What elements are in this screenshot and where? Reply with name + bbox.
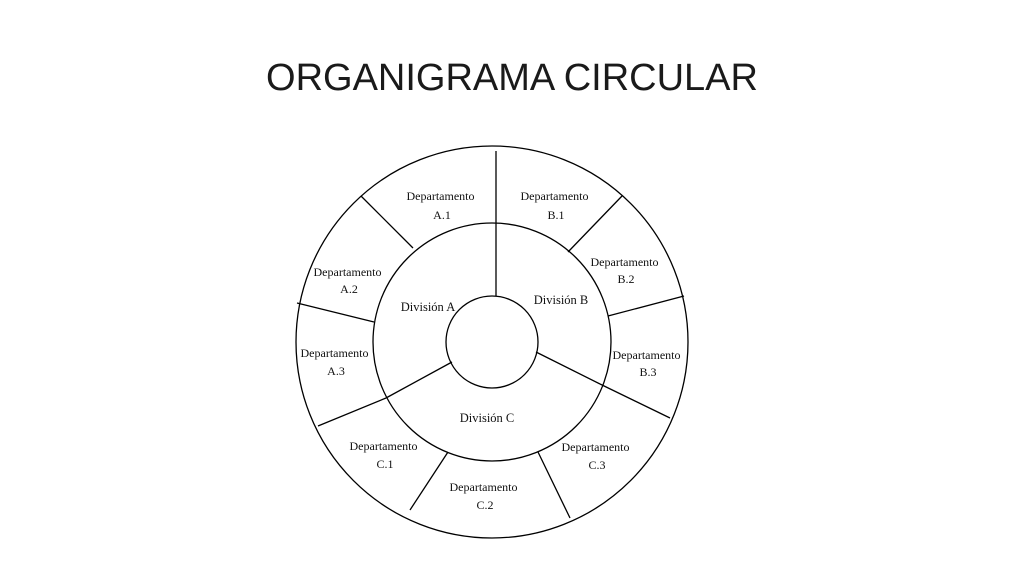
department-c2-line2: C.2 (476, 498, 493, 512)
divider-a-c (385, 361, 453, 399)
department-b2-label: Departamento B.2 (591, 255, 662, 286)
inner-circle (445, 295, 539, 389)
divider-c1-c2 (409, 451, 449, 511)
divider-c3-b3 (599, 383, 671, 419)
department-a1-label: Departamento A.1 (407, 189, 478, 222)
department-c2-line1: Departamento (450, 480, 518, 494)
department-c1-line2: C.1 (376, 457, 393, 471)
department-a3-line1: Departamento (301, 346, 369, 360)
department-c3-line1: Departamento (562, 440, 630, 454)
outer-ring (295, 145, 689, 539)
department-a3-label: Departamento A.3 (301, 346, 372, 378)
division-c-label: División C (460, 411, 515, 425)
department-a2-line1: Departamento (314, 265, 382, 279)
department-b2-line2: B.2 (617, 272, 634, 286)
department-b3-line1: Departamento (613, 348, 681, 362)
department-b1-line1: Departamento (521, 189, 589, 203)
divider-a2-a3 (296, 302, 375, 323)
department-a2-label: Departamento A.2 (314, 265, 385, 296)
department-c1-label: Departamento C.1 (350, 439, 421, 471)
division-a-label: División A (401, 300, 456, 314)
department-b3-line2: B.3 (639, 365, 656, 379)
department-c1-line1: Departamento (350, 439, 418, 453)
department-b3-label: Departamento B.3 (613, 348, 684, 379)
department-a1-line2: A.1 (433, 208, 451, 222)
department-a3-line2: A.3 (327, 364, 345, 378)
divider-c2-c3 (537, 451, 571, 519)
divider-b2-b1 (567, 195, 623, 253)
department-b1-line2: B.1 (547, 208, 564, 222)
divider-a1-a2 (360, 195, 414, 249)
department-a2-line2: A.2 (340, 282, 358, 296)
division-b-label: División B (534, 293, 589, 307)
department-c3-label: Departamento C.3 (562, 440, 633, 472)
department-c3-line2: C.3 (588, 458, 605, 472)
department-c2-label: Departamento C.2 (450, 480, 521, 512)
divider-b-c (535, 351, 601, 385)
divider-a3-c1 (317, 397, 387, 427)
divider-b3-b2 (607, 295, 685, 317)
department-b1-label: Departamento B.1 (521, 189, 592, 222)
middle-ring (372, 222, 612, 462)
department-b2-line1: Departamento (591, 255, 659, 269)
slide-title: ORGANIGRAMA CIRCULAR (266, 57, 758, 99)
department-a1-line1: Departamento (407, 189, 475, 203)
